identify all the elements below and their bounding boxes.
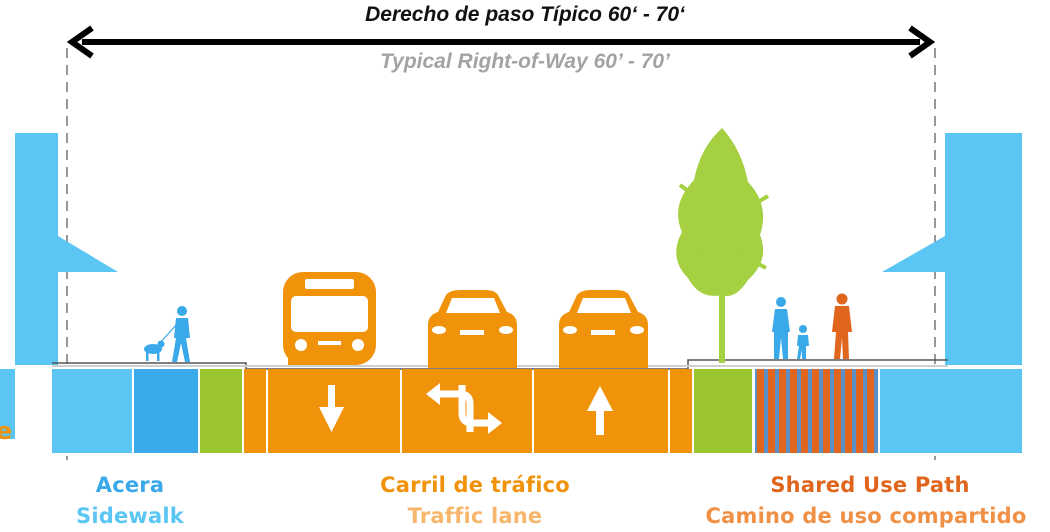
label-traffic-en: Traffic lane: [407, 504, 543, 528]
person-icon-orange: [832, 293, 852, 359]
pedestrian-with-dog-icon: [144, 306, 190, 362]
arrow-up-icon: [587, 386, 613, 435]
arrow-down-icon: [319, 385, 344, 432]
label-shared-en: Shared Use Path: [770, 473, 970, 497]
title-english: Typical Right-of-Way 60’ - 70’: [380, 50, 670, 73]
strip-parking-left: [244, 369, 266, 453]
label-cut-off: e: [0, 417, 13, 445]
car-icon-center: [428, 290, 517, 368]
car-icon-right: [559, 290, 648, 368]
left-right-turn-icon-heads: [426, 383, 502, 434]
building-left-lower: [0, 369, 15, 439]
strip-sidewalk: [134, 369, 198, 453]
tree-icon: [676, 128, 770, 363]
strip-planting-left: [200, 369, 242, 453]
label-shared-es: Camino de uso compartido: [705, 504, 1027, 528]
family-pedestrians-icon: [772, 297, 809, 359]
building-left: [15, 133, 118, 365]
strip-shared-use-path: [755, 369, 878, 453]
strip-parking-right: [670, 369, 692, 453]
building-right: [882, 133, 1022, 365]
label-traffic-es: Carril de tráfico: [380, 473, 570, 497]
right-of-way-dimension-arrow: [66, 25, 936, 59]
strip-building-frontage-right: [880, 369, 1022, 453]
title-spanish: Derecho de paso Típico 60‘ - 70‘: [365, 3, 685, 26]
strip-planting-right: [694, 369, 752, 453]
bus-icon: [283, 272, 376, 365]
left-right-turn-icon: [438, 385, 490, 432]
strip-building-frontage-left: [52, 369, 132, 453]
label-sidewalk-es: Acera: [95, 473, 165, 497]
label-sidewalk-en: Sidewalk: [76, 504, 184, 528]
